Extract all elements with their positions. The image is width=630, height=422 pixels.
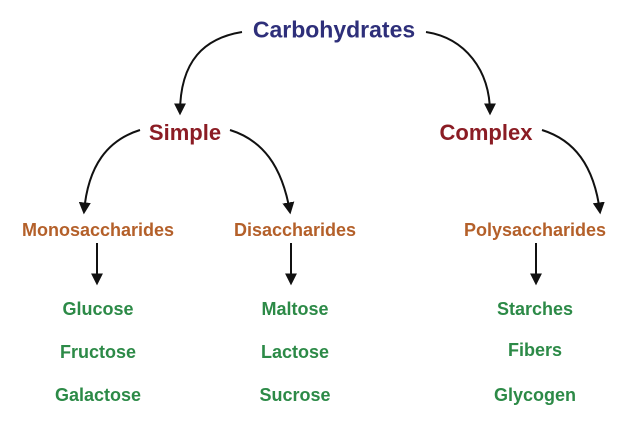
arrow-root-to-simple [174, 31, 243, 116]
example-fibers: Fibers [507, 340, 563, 360]
example-sucrose: Sucrose [259, 385, 331, 405]
root-node: Carbohydrates [252, 16, 416, 43]
example-fructose: Fructose [59, 342, 137, 362]
arrow-root-to-complex [425, 31, 496, 116]
example-lactose: Lactose [260, 342, 330, 362]
category-disaccharides: Disaccharides [233, 220, 357, 240]
category-monosaccharides: Monosaccharides [21, 220, 175, 240]
branch-complex: Complex [439, 120, 533, 145]
category-polysaccharides: Polysaccharides [463, 220, 607, 240]
arrow-complex-to-poly [541, 129, 605, 215]
example-starches: Starches [496, 299, 574, 319]
example-glucose: Glucose [62, 299, 134, 319]
example-maltose: Maltose [261, 299, 329, 319]
example-galactose: Galactose [54, 385, 142, 405]
arrow-simple-to-mono [78, 129, 141, 215]
example-glycogen: Glycogen [493, 385, 577, 405]
arrow-simple-to-di [229, 129, 295, 215]
branch-simple: Simple [148, 120, 222, 145]
